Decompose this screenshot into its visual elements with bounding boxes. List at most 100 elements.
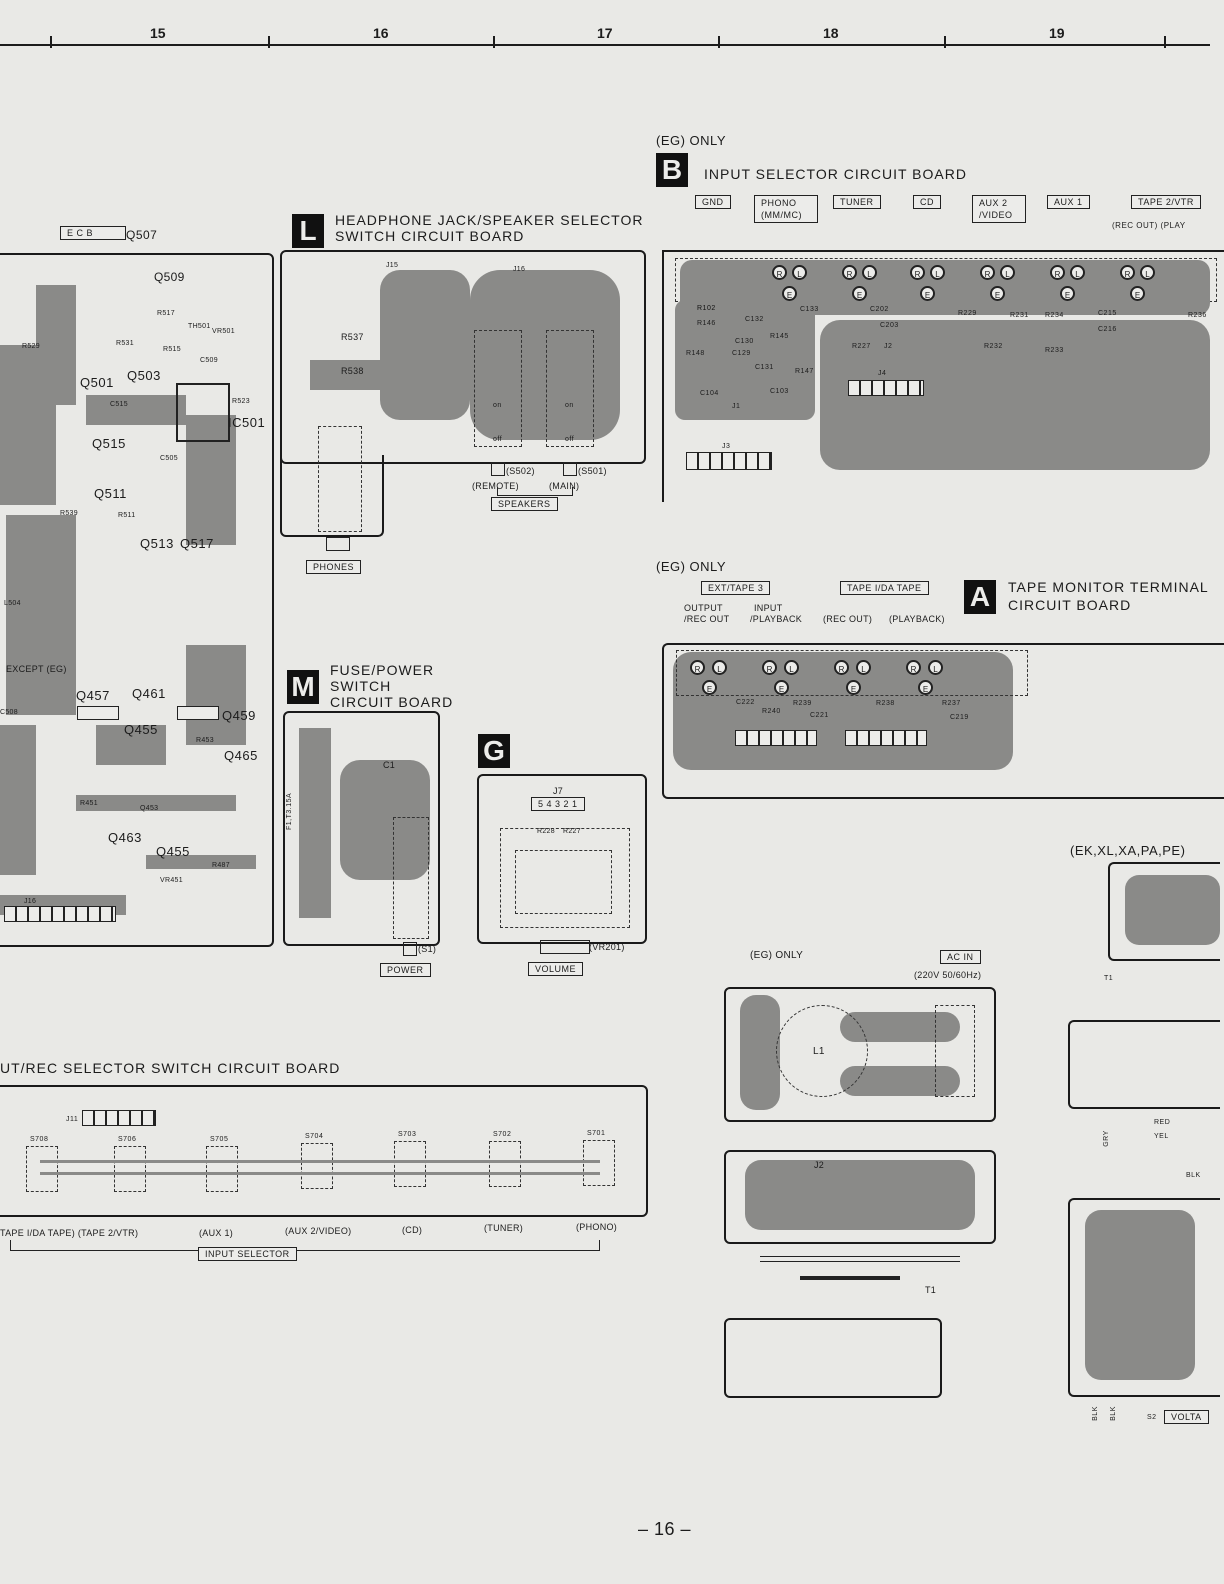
column-19: 19	[1049, 25, 1065, 41]
part-q455-top: Q455	[124, 722, 158, 737]
label-s1: (S1)	[418, 944, 437, 954]
part-r531: R531	[116, 340, 134, 347]
board-g-letter: G	[478, 734, 510, 768]
label-playback: (PLAYBACK)	[889, 614, 945, 624]
selector-label-phono: (PHONO)	[576, 1222, 618, 1232]
copper-area	[470, 270, 620, 440]
input-gnd: GND	[695, 195, 731, 209]
copper-area	[675, 300, 815, 420]
jack-pad: L	[792, 265, 807, 280]
part-c1: C1	[383, 760, 396, 770]
copper-area	[340, 760, 430, 880]
switch-outline	[26, 1146, 58, 1192]
part-r451: R451	[80, 800, 98, 807]
jack-pad: E	[846, 680, 861, 695]
copper-area	[186, 645, 246, 745]
part-t1-right: T1	[1104, 975, 1114, 982]
wire-blk: BLK	[1186, 1172, 1201, 1179]
transformer-core	[800, 1276, 900, 1280]
power-label: POWER	[380, 963, 431, 977]
part-j4: J4	[878, 370, 887, 377]
jack-pad: L	[1000, 265, 1015, 280]
part-j7: J7	[553, 786, 564, 796]
ac-in-label: AC IN	[940, 950, 981, 964]
part-c222: C222	[736, 699, 755, 706]
part-q457: Q457	[76, 688, 110, 703]
rec-out-play-label: (REC OUT) (PLAY	[1112, 221, 1186, 230]
ruler-tick	[1164, 36, 1166, 48]
part-r239: R239	[793, 700, 812, 707]
voltage-label: VOLTA	[1164, 1410, 1209, 1424]
board-a-title-line1: TAPE MONITOR TERMINAL	[1008, 579, 1209, 595]
right-board-outline-bottom	[1068, 1198, 1220, 1397]
part-r231: R231	[1010, 312, 1029, 319]
switch-off-label: off	[565, 436, 575, 443]
switch-outline	[489, 1141, 521, 1187]
part-q515: Q515	[92, 436, 126, 451]
part-c215: C215	[1098, 310, 1117, 317]
label-rec-out: (REC OUT)	[823, 614, 873, 624]
part-r515: R515	[163, 346, 181, 353]
ruler-tick	[268, 36, 270, 48]
part-r237: R237	[942, 700, 961, 707]
part-c103: C103	[770, 388, 789, 395]
phones-label: PHONES	[306, 560, 362, 574]
part-r232: R232	[984, 343, 1003, 350]
input-phono: PHONO (MM/MC)	[754, 195, 818, 223]
l1-coil-outline	[776, 1005, 868, 1097]
bus-trace	[40, 1160, 600, 1163]
part-q503: Q503	[127, 368, 161, 383]
except-eg-label: EXCEPT (EG)	[6, 664, 67, 674]
copper-area	[1085, 1210, 1195, 1380]
right-board-outline-top	[1108, 862, 1220, 961]
part-r233: R233	[1045, 347, 1064, 354]
switch-outline	[583, 1140, 615, 1186]
q457-connector	[77, 706, 119, 720]
copper-area	[0, 345, 56, 505]
part-j2-ac: J2	[814, 1160, 825, 1170]
primary-board-outline	[724, 1318, 942, 1398]
part-q453: Q453	[140, 805, 159, 812]
speakers-bracket	[497, 487, 573, 496]
switch-s702: S702	[493, 1131, 512, 1138]
board-a-letter: A	[964, 580, 996, 614]
switch-outline	[301, 1143, 333, 1189]
switch-outline	[114, 1146, 146, 1192]
volume-pot-outline	[500, 828, 630, 928]
part-r145: R145	[770, 333, 789, 340]
fuse-copper	[299, 728, 331, 918]
part-r240: R240	[762, 708, 781, 715]
part-vr501: VR501	[212, 328, 235, 335]
board-m-title-line1: FUSE/POWER	[330, 662, 435, 678]
board-l-outline	[280, 250, 646, 464]
ruler-tick	[50, 36, 52, 48]
ic501-chip	[176, 383, 230, 442]
copper-area	[1125, 875, 1220, 945]
jack-pad: E	[782, 286, 797, 301]
board-b-outline	[662, 250, 1224, 502]
label-input: INPUT	[754, 603, 783, 613]
copper-area	[310, 360, 380, 390]
board-m-outline	[283, 711, 440, 946]
jack-pad: R	[834, 660, 849, 675]
column-17: 17	[597, 25, 613, 41]
wire-blk-2: BLK	[1109, 1406, 1117, 1421]
part-r147: R147	[795, 368, 814, 375]
right-board-note: (EK,XL,XA,PA,PE)	[1070, 843, 1186, 858]
part-c216: C216	[1098, 326, 1117, 333]
label-playback-left: /PLAYBACK	[750, 614, 803, 624]
part-t1: T1	[925, 1285, 937, 1295]
switch-s502-outline	[474, 330, 522, 447]
jack-pad: L	[1140, 265, 1155, 280]
power-switch-outline	[393, 817, 429, 939]
input-aux2: AUX 2 /VIDEO	[972, 195, 1026, 223]
part-q509: Q509	[154, 270, 185, 284]
jack-pad: R	[1050, 265, 1065, 280]
part-j1: J1	[732, 403, 741, 410]
jack-pad: L	[930, 265, 945, 280]
ruler-tick	[944, 36, 946, 48]
part-c203: C203	[880, 322, 899, 329]
part-c133: C133	[800, 306, 819, 313]
jack-pad: E	[702, 680, 717, 695]
jack-pad: L	[928, 660, 943, 675]
